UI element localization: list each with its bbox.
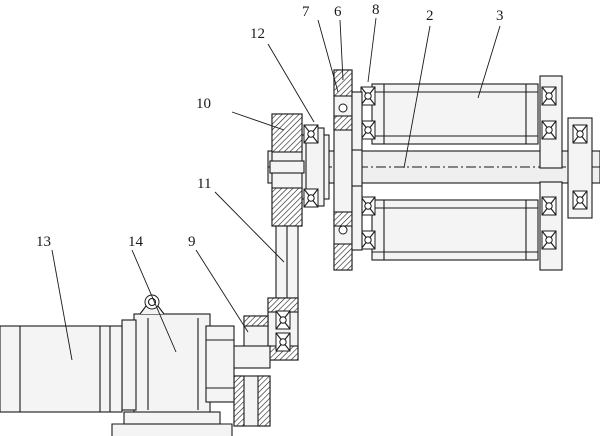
reducer-14 — [111, 294, 235, 436]
label-14: 14 — [128, 234, 144, 250]
label-12: 12 — [250, 26, 265, 42]
output-sprocket — [267, 297, 299, 361]
coupling-9 — [231, 315, 271, 427]
label-11: 11 — [197, 176, 211, 192]
label-7: 7 — [302, 4, 310, 20]
leader-lines — [51, 17, 501, 361]
sprocket-6 — [333, 69, 353, 271]
shaft-collar — [300, 127, 330, 207]
chain-11 — [275, 225, 299, 301]
label-3: 3 — [496, 8, 504, 24]
large-gear-10 — [269, 113, 305, 227]
label-6: 6 — [334, 4, 342, 20]
roller-housing — [371, 83, 539, 261]
motor-13 — [0, 325, 123, 413]
label-8: 8 — [372, 2, 380, 18]
label-9: 9 — [188, 234, 196, 250]
label-2: 2 — [426, 8, 434, 24]
sprocket-hub-7 — [351, 91, 363, 251]
label-10: 10 — [196, 96, 211, 112]
label-13: 13 — [36, 234, 51, 250]
